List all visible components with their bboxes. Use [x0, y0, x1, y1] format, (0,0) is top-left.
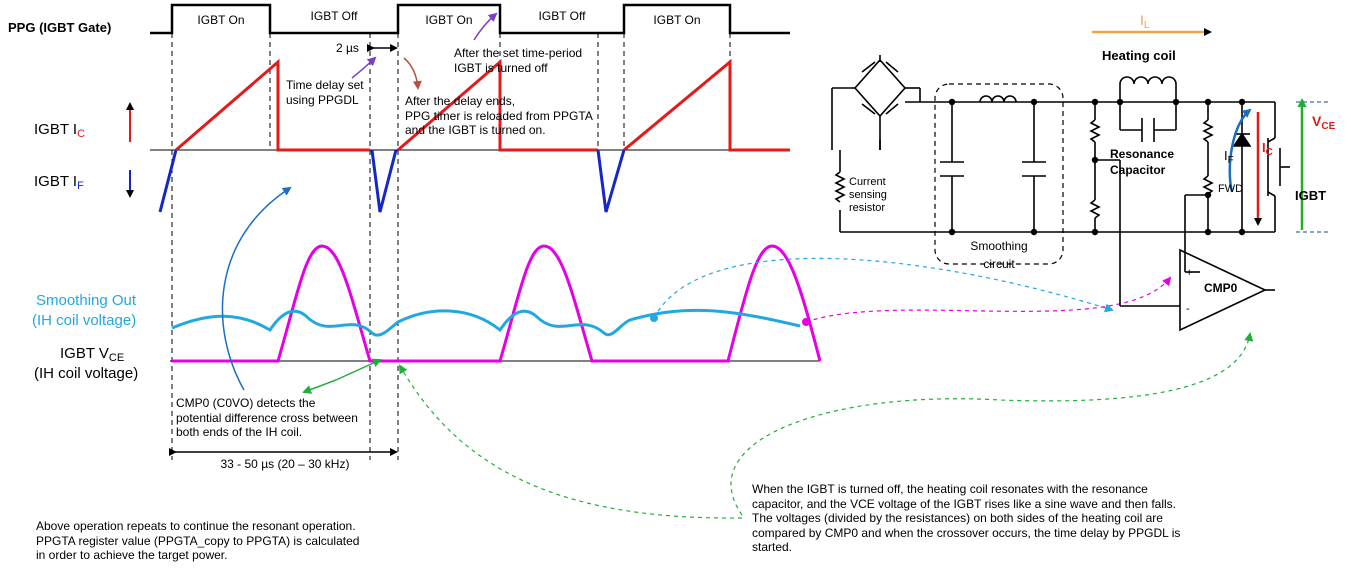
cmp0-label: CMP0: [1204, 281, 1238, 295]
smoothing-circuit-label-1: Smoothing: [970, 239, 1027, 253]
after-period-arrow: [473, 12, 498, 41]
if-waveform: [158, 149, 626, 213]
vce-label-2: (IH coil voltage): [34, 365, 138, 382]
current-sensing-resistor: [834, 171, 846, 203]
time-delay-arrow: [351, 56, 377, 79]
pulse-label-4: IGBT Off: [539, 9, 587, 23]
pulse-label-3: IGBT On: [425, 13, 472, 27]
cmp0-output-connector: [730, 332, 1254, 516]
pulse-label-2: IGBT Off: [311, 9, 359, 23]
pulse-label-1: IGBT On: [197, 13, 244, 27]
smoothing-label-1: Smoothing Out: [36, 292, 137, 309]
pulse-label-5: IGBT On: [653, 13, 700, 27]
circuit-vce-label: VCE: [1312, 113, 1336, 132]
cmp0-cross-arrow-right: [335, 358, 382, 381]
current-sensing-label: Current sensing resistor: [849, 176, 887, 214]
after-delay-arrow: [403, 57, 422, 90]
ic-waveform: [175, 58, 790, 152]
if-label: IGBT IF: [34, 173, 84, 192]
smoothing-to-cmp0-connector: [653, 257, 1114, 319]
vce-label-1: IGBT VCE: [60, 345, 124, 364]
cmp0-minus: -: [1186, 303, 1190, 315]
delay-value: 2 µs: [336, 41, 359, 55]
resonance-label-2: Capacitor: [1110, 163, 1166, 177]
heating-coil-label: Heating coil: [1102, 48, 1176, 63]
time-delay-note: Time delay set using PPGDL: [286, 78, 364, 107]
circuit-wires: [831, 55, 1290, 332]
circuit-if-arrow: [1228, 108, 1252, 193]
after-set-period-note: After the set time-period IGBT is turned…: [454, 46, 583, 75]
smoothing-label-2: (IH coil voltage): [32, 312, 136, 329]
smoothing-waveform: [171, 308, 801, 337]
resonance-label-1: Resonance: [1110, 147, 1174, 161]
smoothing-circuit-label-2: circuit: [983, 257, 1015, 271]
cmp0-detects-note: CMP0 (C0VO) detects the potential differ…: [176, 396, 358, 439]
vce-waveform: [172, 244, 822, 363]
period-label: 33 - 50 µs (20 – 30 kHz): [221, 457, 350, 471]
circuit-if-label: IF: [1224, 148, 1234, 166]
circuit-ic-label: IC: [1262, 140, 1273, 158]
ppg-gate-label: PPG (IGBT Gate): [8, 20, 111, 35]
vce-to-cmp0-connector: [805, 276, 1172, 323]
resonance-explanation-note: When the IGBT is turned off, the heating…: [752, 482, 1181, 554]
ic-label: IGBT IC: [34, 121, 85, 140]
il-label: IL: [1140, 12, 1150, 31]
repeat-connector: [398, 364, 743, 519]
cmp0-plus: +: [1186, 267, 1192, 279]
fwd-label: FWD: [1218, 183, 1243, 195]
cmp0-cross-arrow-left: [302, 379, 337, 394]
ppg-gate-waveform: [150, 3, 790, 35]
repeat-operation-note: Above operation repeats to continue the …: [36, 519, 360, 562]
igbt-label: IGBT: [1295, 188, 1326, 203]
cmp0-time-delay-arrow: [221, 186, 292, 391]
circuit-junctions: [948, 98, 1246, 236]
after-delay-note: After the delay ends, PPG timer is reloa…: [405, 94, 593, 137]
smoothing-circuit-box: [934, 83, 1064, 265]
